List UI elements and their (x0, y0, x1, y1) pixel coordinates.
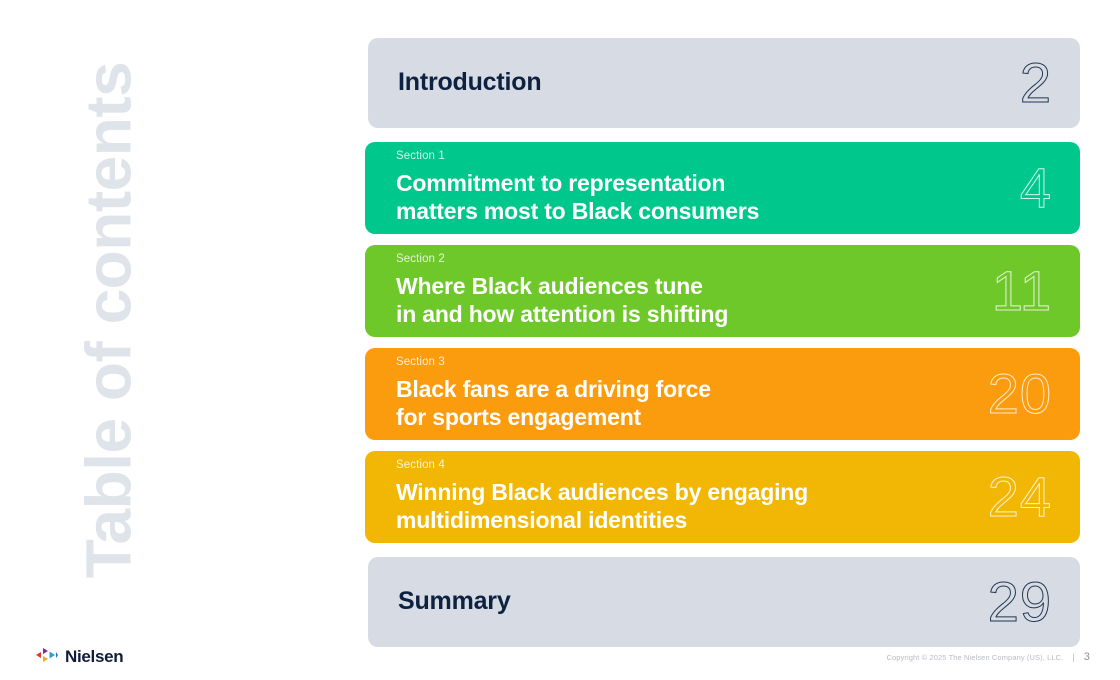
toc-entry-body: Section 3 Black fans are a driving force … (396, 355, 968, 432)
nielsen-logo: Nielsen (36, 647, 124, 667)
toc-spacer (365, 234, 1080, 245)
toc-entry-page-number: 24 (987, 465, 1052, 528)
toc-entry-title: Where Black audiences tune in and how at… (396, 273, 729, 328)
toc-entry[interactable]: Section 1 Commitment to representation ma… (365, 142, 1080, 234)
toc-entry-page-number: 20 (987, 362, 1052, 425)
toc-entry-body: Summary (398, 588, 968, 616)
toc-entry-title: Black fans are a driving force for sport… (396, 376, 711, 431)
toc-entry-title: Winning Black audiences by engaging mult… (396, 479, 808, 534)
toc-spacer (365, 337, 1080, 348)
toc-entry[interactable]: Introduction 2 (368, 38, 1080, 128)
toc-spacer (365, 543, 1080, 557)
toc-entry-body: Section 2 Where Black audiences tune in a… (396, 252, 972, 329)
toc-entry-section-label: Section 2 (396, 252, 445, 265)
toc-entry-section-label: Section 3 (396, 355, 445, 368)
page-number: 3 (1083, 651, 1090, 663)
toc-entry-page-number: 11 (991, 259, 1052, 322)
toc-entry-section-label: Section 1 (396, 149, 445, 162)
toc-entry-page-number: 4 (1019, 156, 1052, 219)
page-title: Table of contents (72, 61, 145, 579)
page-footer: Nielsen Copyright © 2025 The Nielsen Com… (0, 644, 1120, 670)
toc-entry-page-number: 29 (987, 570, 1052, 633)
toc-entry-section-label: Section 4 (396, 458, 445, 471)
toc-entry-title: Introduction (398, 68, 542, 97)
copyright-text: Copyright © 2025 The Nielsen Company (US… (886, 652, 1064, 662)
toc-entry-body: Section 4 Winning Black audiences by enga… (396, 458, 968, 535)
toc-spacer (365, 440, 1080, 451)
nielsen-logo-text: Nielsen (65, 647, 124, 666)
nielsen-logo-mark-icon (36, 647, 58, 667)
toc-entry-body: Section 1 Commitment to representation ma… (396, 149, 1000, 226)
toc-spacer (365, 128, 1080, 142)
toc-entry[interactable]: Section 3 Black fans are a driving force … (365, 348, 1080, 440)
toc-entry[interactable]: Section 4 Winning Black audiences by enga… (365, 451, 1080, 543)
vertical-title-container: Table of contents (0, 0, 200, 640)
copyright-block: Copyright © 2025 The Nielsen Company (US… (886, 651, 1090, 663)
toc-entry[interactable]: Section 2 Where Black audiences tune in a… (365, 245, 1080, 337)
footer-separator: | (1072, 652, 1075, 662)
toc-entry-page-number: 2 (1019, 51, 1052, 114)
toc-entry-body: Introduction (398, 69, 1000, 97)
toc-entry-title: Summary (398, 587, 511, 616)
toc-entry-title: Commitment to representation matters mos… (396, 170, 760, 225)
toc-entry[interactable]: Summary 29 (368, 557, 1080, 647)
